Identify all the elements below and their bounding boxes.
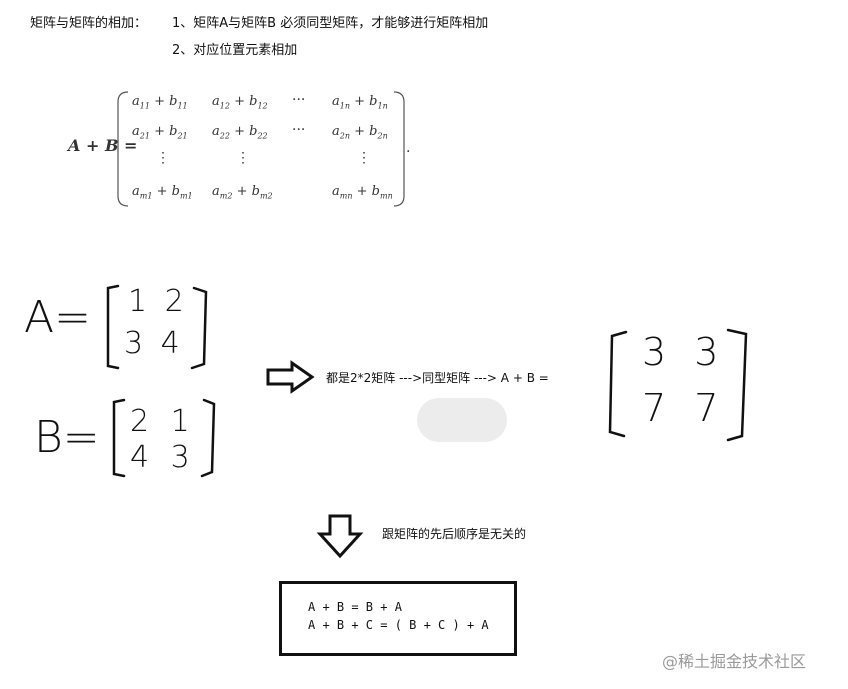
cell-r2c1: a21 + b21 bbox=[132, 124, 188, 141]
matrix-b-row2: 4 3 bbox=[130, 440, 196, 475]
rule-commutative: A + B = B + A bbox=[308, 600, 402, 614]
cell-r1c2: a12 + b12 bbox=[212, 94, 268, 111]
matrix-a-brackets bbox=[106, 284, 208, 370]
result-matrix-brackets bbox=[608, 328, 748, 442]
result-row1: 3 3 bbox=[642, 330, 727, 374]
matrix-b-label: B= bbox=[34, 412, 100, 463]
cell-r2c2: a22 + b22 bbox=[212, 124, 268, 141]
addition-formula: A + B = a11 + b11 a12 + b12 ··· a1n + b1… bbox=[60, 88, 420, 210]
matrix-b-brackets bbox=[112, 398, 216, 478]
cell-r2c3: ··· bbox=[292, 122, 306, 138]
rule-associative: A + B + C = ( B + C ) + A bbox=[308, 618, 489, 632]
down-arrow-icon bbox=[316, 514, 364, 559]
vdots-c1: ⋮ bbox=[156, 150, 170, 166]
cell-r1c4: a1n + b1n bbox=[332, 94, 388, 111]
vdots-c4: ⋮ bbox=[357, 150, 371, 166]
cell-r1c1: a11 + b11 bbox=[132, 94, 188, 111]
result-row2: 7 7 bbox=[642, 386, 727, 430]
rule-same-shape: 1、矩阵A与矩阵B 必须同型矩阵，才能够进行矩阵相加 bbox=[172, 16, 489, 31]
page-title: 矩阵与矩阵的相加： bbox=[30, 16, 148, 31]
formula-lhs: A + B = bbox=[68, 136, 138, 155]
blank-pill-shape bbox=[417, 398, 507, 442]
matrix-b-row1: 2 1 bbox=[130, 404, 196, 439]
same-shape-explanation: 都是2*2矩阵 --->同型矩阵 ---> A + B = bbox=[326, 371, 549, 385]
formula-period: . bbox=[406, 140, 411, 156]
addition-rules-box: A + B = B + A A + B + C = ( B + C ) + A bbox=[279, 581, 517, 656]
site-watermark: @稀土掘金技术社区 bbox=[662, 652, 807, 671]
formula-brackets bbox=[117, 91, 405, 207]
commutative-note: 跟矩阵的先后顺序是无关的 bbox=[382, 527, 527, 541]
cell-r4c1: am1 + bm1 bbox=[132, 184, 193, 201]
cell-r2c4: a2n + b2n bbox=[332, 124, 388, 141]
cell-r4c4: amn + bmn bbox=[332, 184, 393, 201]
cell-r1c3: ··· bbox=[292, 92, 306, 108]
matrix-a-row2: 3 4 bbox=[124, 326, 184, 361]
right-arrow-icon bbox=[266, 360, 315, 394]
rule-elementwise: 2、对应位置元素相加 bbox=[172, 43, 298, 58]
cell-r4c2: am2 + bm2 bbox=[212, 184, 273, 201]
matrix-a-label: A= bbox=[24, 292, 91, 343]
vdots-c2: ⋮ bbox=[236, 150, 250, 166]
matrix-a-row1: 1 2 bbox=[128, 284, 188, 319]
